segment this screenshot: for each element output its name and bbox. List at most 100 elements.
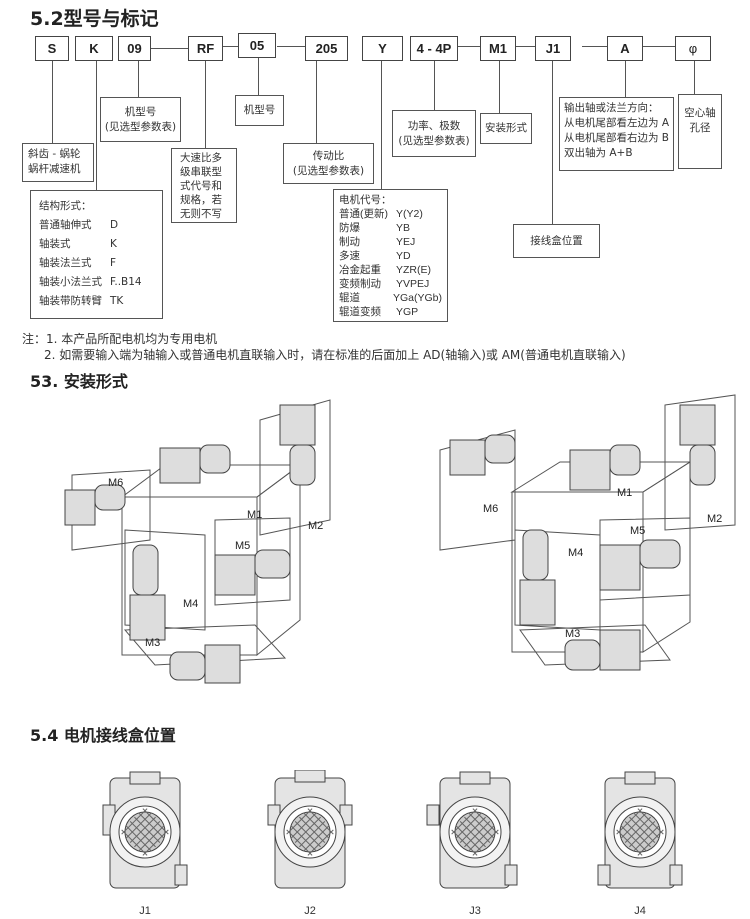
- size-box-2: 机型号: [235, 95, 284, 126]
- value: YEJ: [396, 236, 416, 248]
- label: 制动: [339, 236, 360, 248]
- terminal-position-item: J4: [590, 770, 690, 917]
- label: 功率、极数: [407, 119, 461, 132]
- label: (见选型参数表): [292, 164, 365, 177]
- label: 无则不写: [180, 208, 222, 220]
- value: A+B: [609, 147, 633, 159]
- code-4-4p: 4 - 4P: [410, 36, 458, 61]
- gearbox-front-icon: [102, 771, 188, 889]
- leader-line: [205, 61, 206, 148]
- terminal-box: 接线盒位置: [513, 224, 600, 258]
- label: 电机代号：: [339, 194, 392, 206]
- label: 机型号: [243, 104, 276, 116]
- label: 轴装式: [39, 238, 71, 250]
- code-row: 制动 YEJ: [339, 235, 442, 249]
- leader-line: [694, 61, 695, 94]
- label: 普通(更新): [339, 208, 388, 220]
- leader-line: [625, 61, 626, 97]
- section-title-mounting: 53. 安装形式: [30, 372, 128, 391]
- label: 辊道: [339, 292, 360, 304]
- value: A: [661, 117, 669, 129]
- label: 冶金起重: [339, 264, 381, 276]
- label: 接线盒位置: [530, 234, 583, 247]
- code-a: A: [607, 36, 643, 61]
- value: YVPEJ: [396, 278, 430, 290]
- code-09: 09: [118, 36, 151, 61]
- gearbox-front-icon: [426, 771, 518, 889]
- label: 结构形式：: [39, 200, 92, 212]
- mount-label: M2: [707, 513, 723, 525]
- ratio-box: 传动比 (见选型参数表): [283, 143, 374, 184]
- label: 多速: [339, 250, 360, 262]
- value: D: [110, 219, 119, 231]
- code-s: S: [35, 36, 69, 61]
- mount-label: M6: [483, 503, 499, 515]
- mount-box: 安装形式: [480, 113, 532, 144]
- mount-label: M4: [183, 598, 199, 610]
- code-row: 普通(更新) Y(Y2): [339, 207, 442, 221]
- label: 斜齿 - 蜗轮: [28, 148, 81, 160]
- mount-label: M1: [247, 509, 263, 521]
- connector: [516, 46, 535, 47]
- label: 变频制动: [339, 278, 381, 290]
- label: 防爆: [339, 222, 360, 234]
- type-box: 斜齿 - 蜗轮蜗杆减速机: [22, 143, 94, 182]
- code-205: 205: [305, 36, 348, 61]
- leader-line: [96, 61, 97, 190]
- connector: [458, 46, 480, 47]
- label: 孔径: [689, 122, 711, 134]
- terminal-position-item: J3: [425, 770, 525, 917]
- note-2: 2. 如需要输入端为轴输入或普通电机直联输入时，请在标准的后面加上 AD(轴输入…: [44, 348, 626, 362]
- leader-line: [434, 61, 435, 110]
- section-title-model: 5.2型号与标记: [30, 8, 159, 30]
- value: YZR(E): [396, 264, 431, 276]
- code-05: 05: [238, 33, 276, 58]
- code-row: 冶金起重 YZR(E): [339, 263, 442, 277]
- code-row: 普通轴伸式 D: [39, 216, 154, 235]
- label: 从电机尾部看左边为: [564, 117, 659, 129]
- connector: [643, 46, 675, 47]
- code-row: 轴装带防转臂 TK: [39, 292, 154, 311]
- label: 级串联型: [180, 166, 222, 178]
- value: TK: [110, 295, 124, 307]
- label: (见选型参数表): [398, 134, 470, 147]
- code-row: 变频制动 YVPEJ: [339, 277, 442, 291]
- code-rf: RF: [188, 36, 223, 61]
- terminal-position-item: J1: [95, 770, 195, 917]
- mount-label: M5: [630, 525, 646, 537]
- mount-label: M4: [568, 547, 584, 559]
- value: F..B14: [110, 276, 142, 288]
- label: 规格，若: [180, 194, 222, 206]
- value: YB: [396, 222, 411, 234]
- label: (见选型参数表): [104, 120, 177, 133]
- leader-line: [138, 61, 139, 97]
- terminal-position-label: J3: [469, 905, 481, 917]
- mount-label: M3: [145, 637, 161, 649]
- leader-line: [316, 61, 317, 143]
- terminal-position-label: J2: [304, 905, 316, 917]
- connector: [582, 46, 607, 47]
- label: 轴装小法兰式: [39, 276, 102, 288]
- label: 从电机尾部看右边为: [564, 132, 659, 144]
- code-row: 轴装小法兰式 F..B14: [39, 273, 154, 292]
- value: F: [110, 257, 117, 269]
- leader-line: [258, 58, 259, 95]
- hollow-shaft-box: 空心轴孔径: [678, 94, 722, 169]
- value: Y(Y2): [396, 208, 423, 220]
- gearbox-front-icon: [267, 769, 353, 889]
- label: 普通轴伸式: [39, 219, 92, 231]
- rf-box: 大速比多级串联型式代号和规格，若无则不写: [171, 148, 237, 223]
- note-1: 注：1. 本产品所配电机均为专用电机: [22, 332, 218, 346]
- mount-label: M6: [108, 477, 124, 489]
- label: 输出轴或法兰方向：: [564, 102, 659, 114]
- label: 空心轴: [684, 107, 716, 119]
- label: 传动比: [312, 149, 345, 162]
- label: 大速比多: [180, 152, 222, 164]
- code-row: 防爆 YB: [339, 221, 442, 235]
- label: 轴装带防转臂: [39, 295, 102, 307]
- mount-label: M1: [617, 487, 633, 499]
- code-k: K: [75, 36, 113, 61]
- code-j1: J1: [535, 36, 571, 61]
